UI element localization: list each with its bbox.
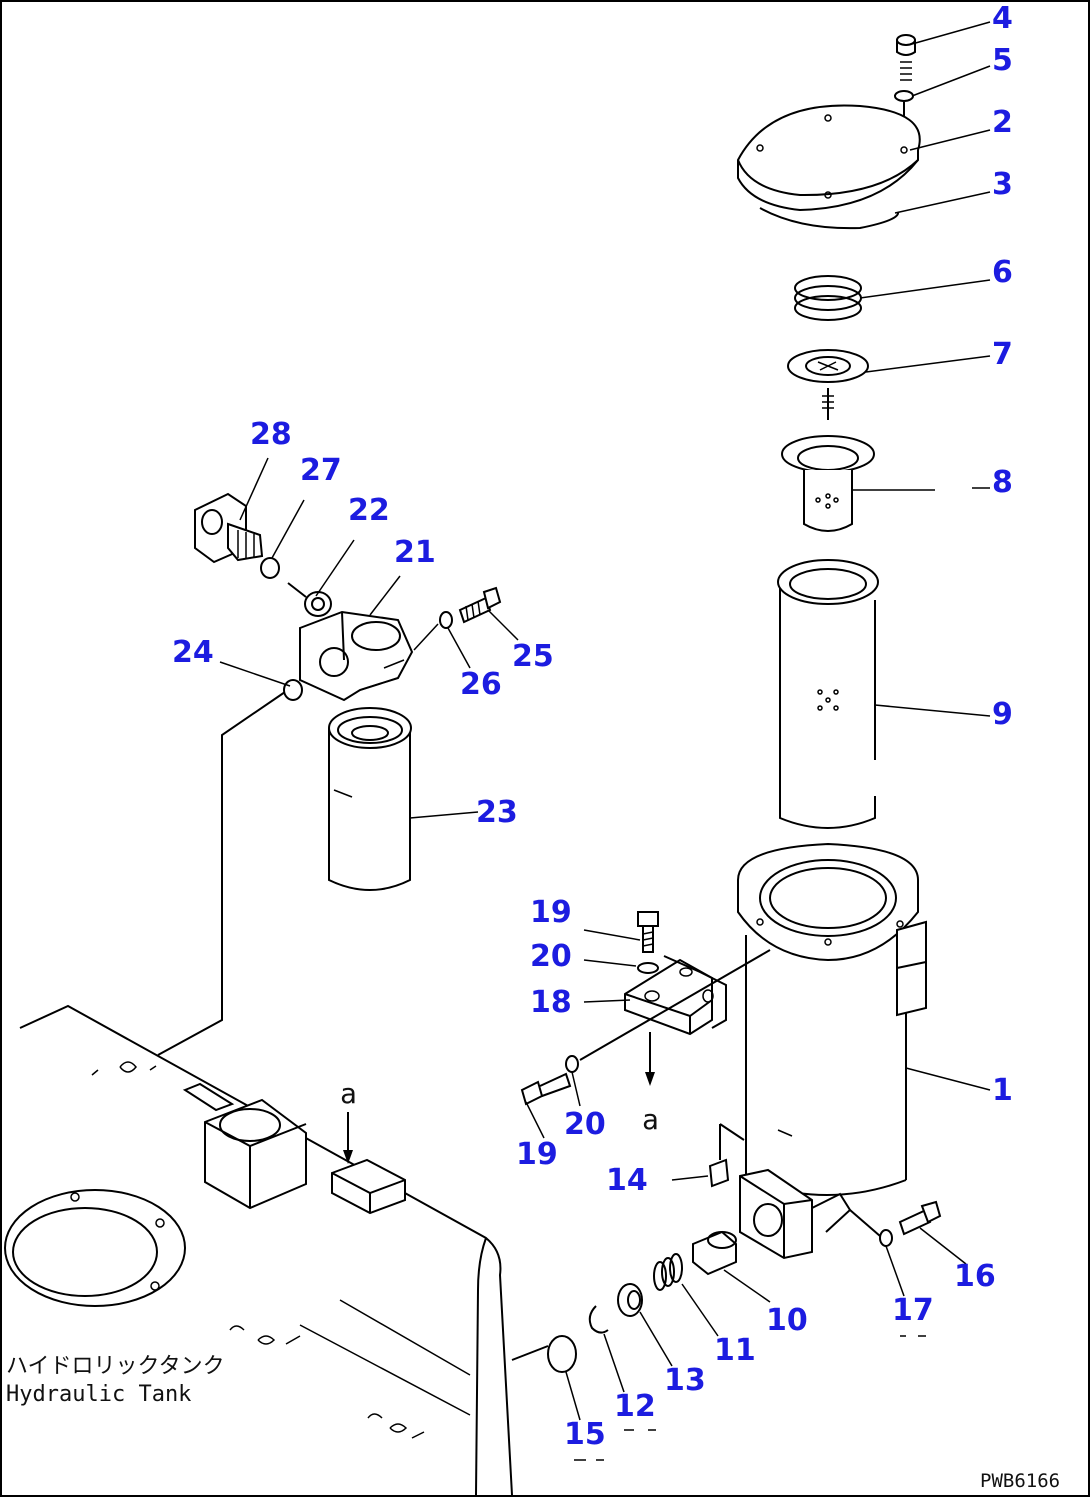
callout-22[interactable]: 22 (348, 493, 390, 528)
filter-head-21 (299, 610, 414, 702)
callout-2[interactable]: 2 (992, 105, 1013, 140)
callout-1[interactable]: 1 (992, 1073, 1013, 1108)
spring-6 (794, 275, 862, 321)
leader-lines (219, 21, 991, 1421)
filter-mount-boss (182, 1082, 307, 1210)
washer-20-top (637, 962, 659, 974)
callout-19-side[interactable]: 19 (516, 1137, 558, 1172)
bracket-attach-line (579, 949, 771, 1061)
plug-14 (708, 1124, 730, 1188)
bolt-16-axis (849, 1209, 881, 1237)
callout-21[interactable]: 21 (394, 535, 436, 570)
tank-caption-en: Hydraulic Tank (6, 1382, 192, 1407)
callout-20-side[interactable]: 20 (564, 1107, 606, 1142)
callout-16[interactable]: 16 (954, 1259, 996, 1294)
callout-12[interactable]: 12 (614, 1389, 656, 1424)
view-marker-a-left: a (340, 1077, 357, 1110)
plug-4 (896, 34, 916, 81)
callout-24[interactable]: 24 (172, 635, 214, 670)
callout-9[interactable]: 9 (992, 697, 1013, 732)
drawing-code: PWB6166 (980, 1470, 1061, 1492)
o-ring-15 (547, 1335, 577, 1373)
callout-13[interactable]: 13 (664, 1363, 706, 1398)
callout-20-top[interactable]: 20 (530, 939, 572, 974)
bracket-18 (624, 955, 727, 1036)
filter-cartridge-23 (328, 707, 412, 891)
callout-5[interactable]: 5 (992, 43, 1013, 78)
strainer-8 (781, 435, 875, 532)
callout-15[interactable]: 15 (564, 1417, 606, 1452)
ball-13 (617, 1283, 643, 1317)
callout-19-top[interactable]: 19 (530, 895, 572, 930)
callout-23[interactable]: 23 (476, 795, 518, 830)
gasket-3 (759, 207, 900, 230)
snap-ring-12 (588, 1305, 609, 1334)
callout-3[interactable]: 3 (992, 167, 1013, 202)
washer-20-side (565, 1055, 579, 1073)
hydraulic-tank (4, 1004, 513, 1496)
pressure-switch-28 (194, 492, 264, 564)
bolt-16 (898, 1200, 942, 1236)
callout-7[interactable]: 7 (992, 337, 1013, 372)
plug-22 (287, 582, 332, 617)
o-ring-27 (260, 557, 280, 579)
adapter-10 (692, 1230, 737, 1276)
callout-6[interactable]: 6 (992, 255, 1013, 290)
callout-4[interactable]: 4 (992, 1, 1013, 36)
filter-case-1 (737, 842, 927, 1260)
washer-5 (894, 90, 914, 102)
bracket-mount-block (331, 1158, 406, 1215)
cover-2 (737, 104, 921, 212)
bolt-25 (458, 586, 502, 624)
spring-11 (653, 1253, 683, 1291)
bolt-19-top (637, 911, 659, 953)
callout-25[interactable]: 25 (512, 639, 554, 674)
callout-10[interactable]: 10 (766, 1303, 808, 1338)
leader-14 (719, 1123, 745, 1141)
callout-11[interactable]: 11 (714, 1333, 756, 1368)
callout-17[interactable]: 17 (892, 1293, 934, 1328)
tank-port-ring (4, 1189, 186, 1307)
label-ticks (574, 1335, 926, 1461)
tank-caption-jp: ハイドロリックタンク (6, 1354, 225, 1379)
tank-port-line (511, 1345, 549, 1361)
callout-18[interactable]: 18 (530, 985, 572, 1020)
callout-26[interactable]: 26 (460, 667, 502, 702)
callout-14[interactable]: 14 (606, 1163, 648, 1198)
callout-8[interactable]: 8 (992, 465, 1013, 500)
leader-24-to-tank (157, 691, 286, 1056)
view-marker-a-center: a (642, 1103, 659, 1136)
view-arrow-a-left (343, 1112, 353, 1164)
view-arrow-a-center (645, 1032, 655, 1086)
washer-17 (879, 1229, 893, 1247)
filter-element-9 (777, 559, 879, 829)
plug-24 (283, 679, 303, 701)
callout-27[interactable]: 27 (300, 453, 342, 488)
callout-28[interactable]: 28 (250, 417, 292, 452)
bypass-valve-7 (787, 349, 869, 420)
bolt-19-side (520, 1072, 572, 1106)
washer-26 (439, 611, 453, 629)
